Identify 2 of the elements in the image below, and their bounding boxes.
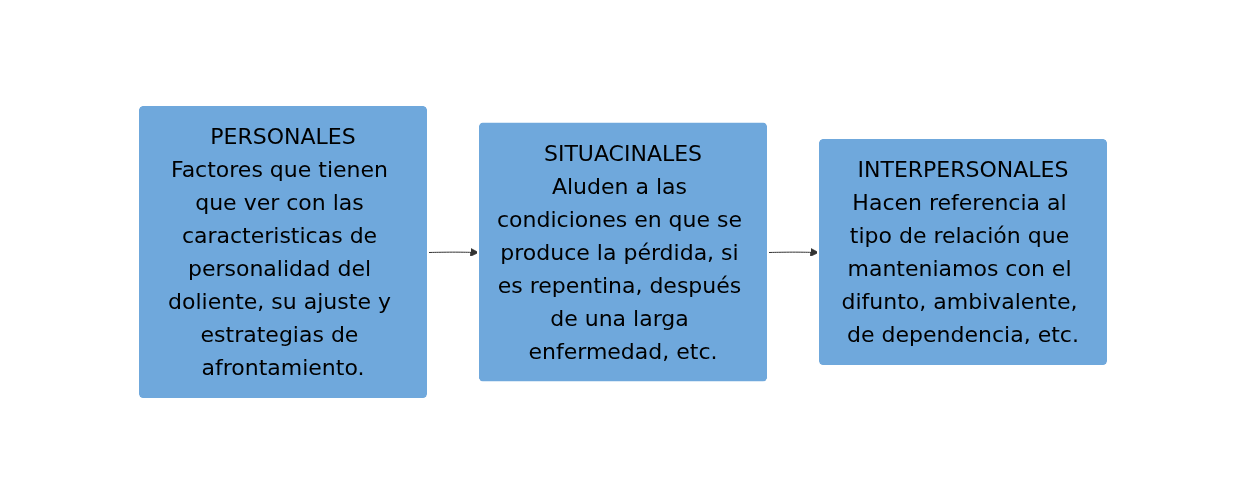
arrow (768, 247, 819, 257)
arrow (428, 247, 479, 257)
